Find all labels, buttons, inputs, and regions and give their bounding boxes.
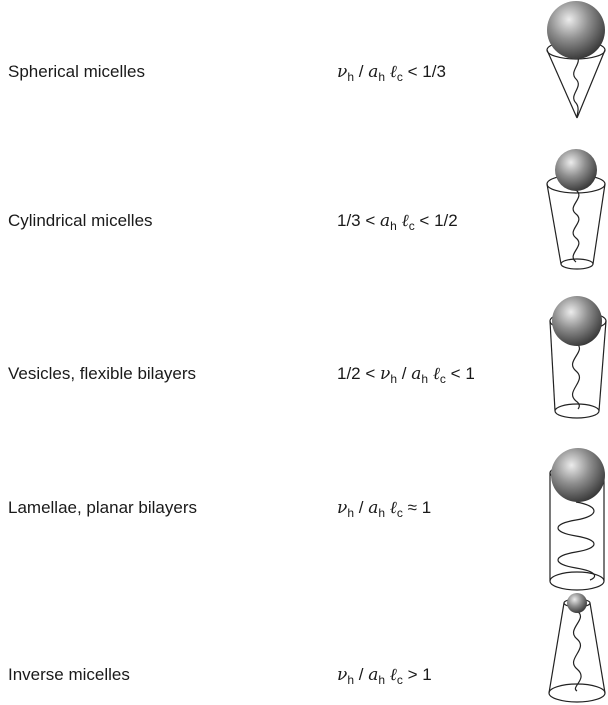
headgroup-sphere-icon xyxy=(551,448,605,502)
headgroup-sphere-icon xyxy=(555,149,597,191)
row-cylindrical-micelles: Cylindrical micelles 1/3 < ah ℓc < 1/2 xyxy=(0,140,608,260)
inverted-cone-shape-icon xyxy=(0,585,608,705)
headgroup-sphere-icon xyxy=(567,593,587,613)
row-lamellae: Lamellae, planar bilayers νh / ah ℓc ≈ 1 xyxy=(0,440,608,560)
row-vesicles: Vesicles, flexible bilayers 1/2 < νh / a… xyxy=(0,283,608,403)
headgroup-sphere-icon xyxy=(552,296,602,346)
row-inverse-micelles: Inverse micelles νh / ah ℓc > 1 xyxy=(0,585,608,705)
headgroup-sphere-icon xyxy=(547,1,605,59)
truncated-cone-shape-icon xyxy=(0,283,608,423)
truncated-cone-shape-icon xyxy=(0,140,608,280)
cone-shape-icon xyxy=(0,0,608,120)
cylinder-shape-icon xyxy=(0,440,608,580)
row-spherical-micelles: Spherical micelles νh / ah ℓc < 1/3 xyxy=(0,0,608,120)
